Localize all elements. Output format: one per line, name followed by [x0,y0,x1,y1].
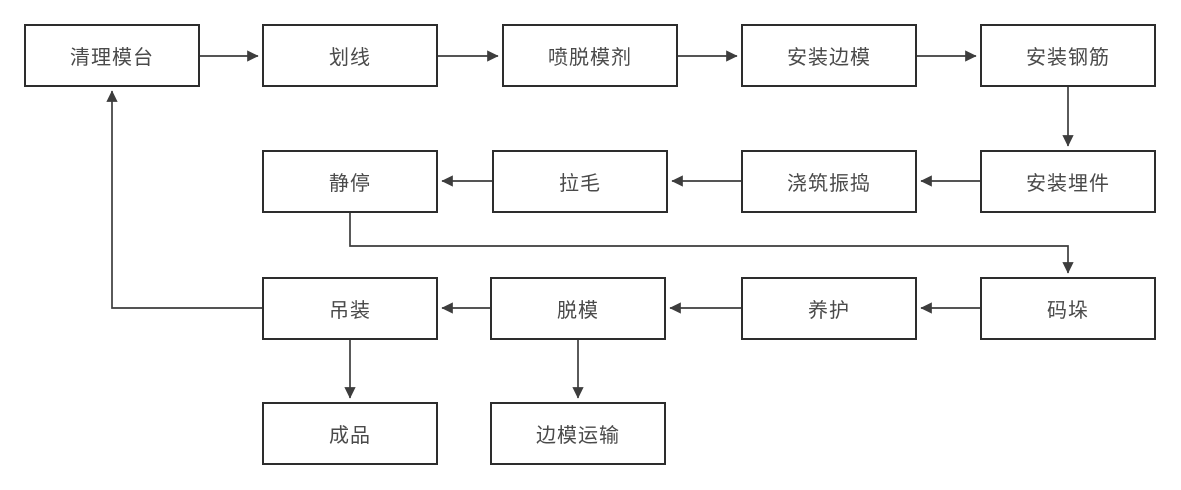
edge-hoisting-to-clean-platform [106,90,262,309]
node-stacking[interactable]: 码垛 [980,277,1156,340]
node-finished-product[interactable]: 成品 [262,402,438,465]
node-install-rebar[interactable]: 安装钢筋 [980,24,1156,87]
node-side-mold-transport[interactable]: 边模运输 [490,402,666,465]
node-clean-platform[interactable]: 清理模台 [24,24,200,87]
node-curing[interactable]: 养护 [741,277,917,340]
node-static-rest[interactable]: 静停 [262,150,438,213]
node-install-embedded-parts[interactable]: 安装埋件 [980,150,1156,213]
node-install-side-mold[interactable]: 安装边模 [741,24,917,87]
node-spray-release-agent[interactable]: 喷脱模剂 [502,24,678,87]
node-hoisting[interactable]: 吊装 [262,277,438,340]
node-demolding[interactable]: 脱模 [490,277,666,340]
node-pour-vibrate[interactable]: 浇筑振捣 [741,150,917,213]
node-roughening[interactable]: 拉毛 [492,150,668,213]
edge-static-rest-to-stacking [349,213,1074,274]
node-marking[interactable]: 划线 [262,24,438,87]
